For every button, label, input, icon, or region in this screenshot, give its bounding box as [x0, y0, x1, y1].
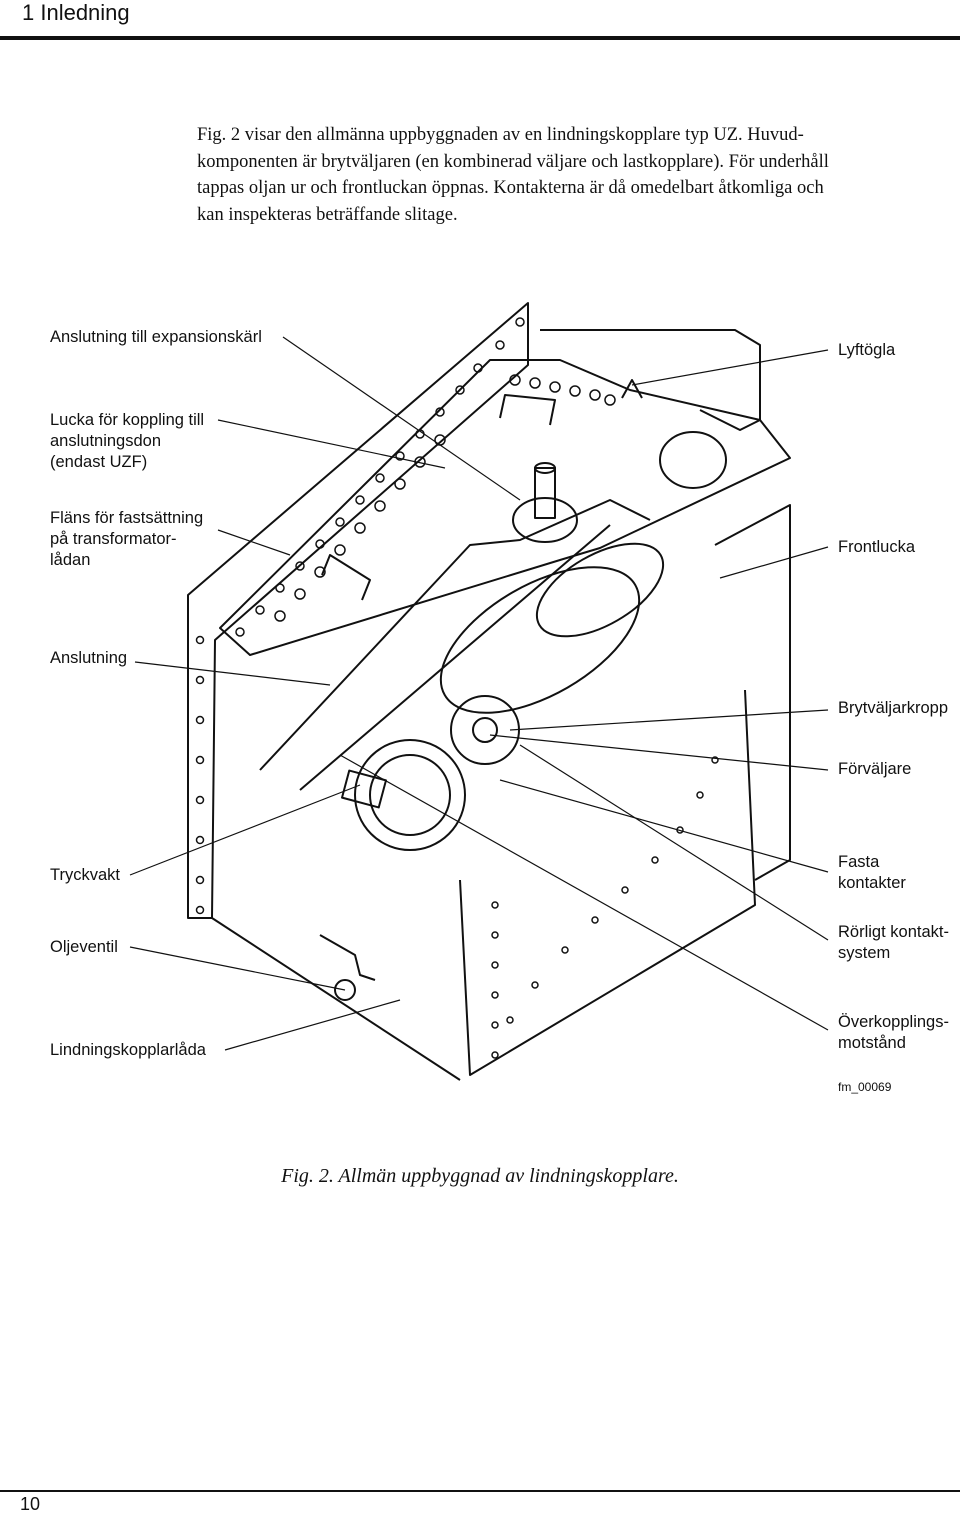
label-connection-hatch: Lucka för koppling till anslutningsdon (…	[50, 411, 205, 471]
drive-gear-hub	[472, 717, 498, 743]
base-line	[211, 917, 461, 1081]
selector-ring-inner	[369, 754, 451, 836]
label-tap-changer-box: Lindningskopplarlåda	[50, 1041, 206, 1059]
breaker-cylinder-2	[535, 542, 665, 638]
intro-paragraph: Fig. 2 visar den allmänna uppbyggnaden a…	[197, 125, 829, 225]
inner-plate-2	[299, 524, 611, 791]
label-moving-contact-system: Rörligt kontakt- system	[838, 923, 949, 962]
label-front-cover: Frontlucka	[838, 538, 916, 556]
box-rear	[540, 329, 761, 431]
right-side-plate	[714, 504, 791, 881]
pressure-switch-box	[341, 769, 387, 809]
label-expansion-connection: Anslutning till expansionskärl	[50, 328, 262, 346]
oil-valve-knob	[334, 979, 356, 1001]
pipe	[534, 467, 556, 519]
chapter-title: 1 Inledning	[22, 0, 130, 25]
label-connection: Anslutning	[50, 649, 128, 667]
page-number: 10	[20, 1494, 41, 1514]
footer-rule	[0, 1490, 960, 1492]
front-plate	[459, 689, 756, 1076]
label-breaker-body: Brytväljarkropp	[838, 699, 949, 717]
label-pressure-switch: Tryckvakt	[50, 866, 120, 884]
handle-1	[499, 394, 556, 426]
inner-plate	[259, 499, 651, 771]
oil-valve	[319, 934, 376, 981]
lifting-eye	[621, 379, 643, 399]
figure-id: fm_00069	[838, 1080, 892, 1094]
left-side-plate	[187, 302, 529, 919]
top-cover	[219, 359, 791, 656]
figure-caption: Fig. 2. Allmän uppbyggnad av lindningsko…	[281, 1165, 679, 1187]
pipe-flange	[512, 497, 578, 543]
pipe-top	[534, 462, 556, 474]
breaker-cylinder	[439, 566, 641, 714]
label-oil-valve: Oljeventil	[50, 938, 118, 956]
label-mounting-flange: Fläns för fastsättning på transformator-…	[50, 509, 204, 569]
selector-ring	[354, 739, 466, 851]
label-preselector: Förväljare	[838, 760, 912, 778]
label-transition-resistor: Överkopplings- motstånd	[838, 1013, 949, 1052]
drive-gear	[450, 695, 520, 765]
cover-lid	[659, 431, 727, 489]
label-lifting-eye: Lyftögla	[838, 341, 896, 359]
handle-2	[321, 554, 371, 601]
header-rule	[0, 36, 960, 40]
label-fixed-contacts: Fasta kontakter	[838, 853, 906, 892]
